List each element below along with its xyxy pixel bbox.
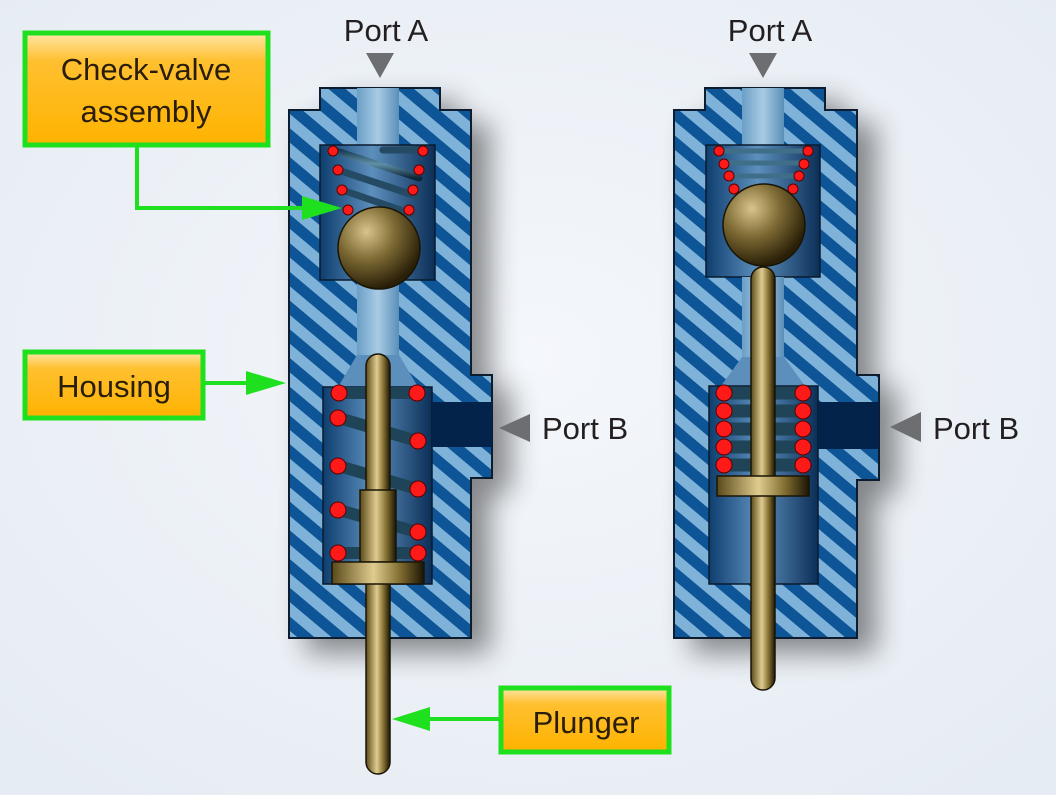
leader-line — [135, 145, 310, 210]
port-a-arrow-icon — [749, 53, 777, 78]
callout-check-valve: Check-valve assembly — [22, 30, 342, 220]
plunger-spring-ends — [329, 384, 427, 562]
callout-plunger: Plunger — [392, 685, 672, 755]
port-b-passage — [818, 402, 879, 449]
valve-right: Port A Port B — [673, 13, 1019, 691]
port-b-arrow-icon — [890, 412, 921, 442]
plunger-collar — [359, 489, 397, 563]
check-ball — [722, 183, 806, 267]
port-a-arrow-icon — [366, 53, 394, 78]
arrow-icon — [246, 371, 286, 395]
middle-bore — [357, 280, 399, 355]
port-b-label-right: Port B — [933, 411, 1019, 446]
plunger-spring-ends — [715, 384, 812, 474]
port-b-passage — [432, 402, 492, 447]
port-b-label-left: Port B — [542, 411, 628, 446]
callout-label: Housing — [57, 369, 171, 404]
valve-left: Port A Port B — [288, 13, 628, 775]
port-a-bore — [742, 88, 784, 148]
port-b-arrow-icon — [499, 414, 530, 442]
callout-label-line2: assembly — [81, 94, 212, 129]
callout-label: Plunger — [533, 705, 640, 740]
port-a-label-left: Port A — [344, 13, 429, 48]
callout-box — [22, 30, 271, 148]
port-a-label-right: Port A — [728, 13, 813, 48]
check-valve-spring — [713, 145, 814, 195]
spring-seat-washer — [716, 475, 810, 497]
port-a-bore — [357, 88, 399, 148]
callout-housing: Housing — [22, 349, 286, 421]
callout-label-line1: Check-valve — [61, 52, 232, 87]
check-ball — [337, 206, 421, 290]
arrow-icon — [302, 196, 342, 220]
spring-seat-washer — [331, 561, 425, 585]
check-valve-spring — [327, 145, 429, 218]
arrow-icon — [392, 707, 430, 731]
